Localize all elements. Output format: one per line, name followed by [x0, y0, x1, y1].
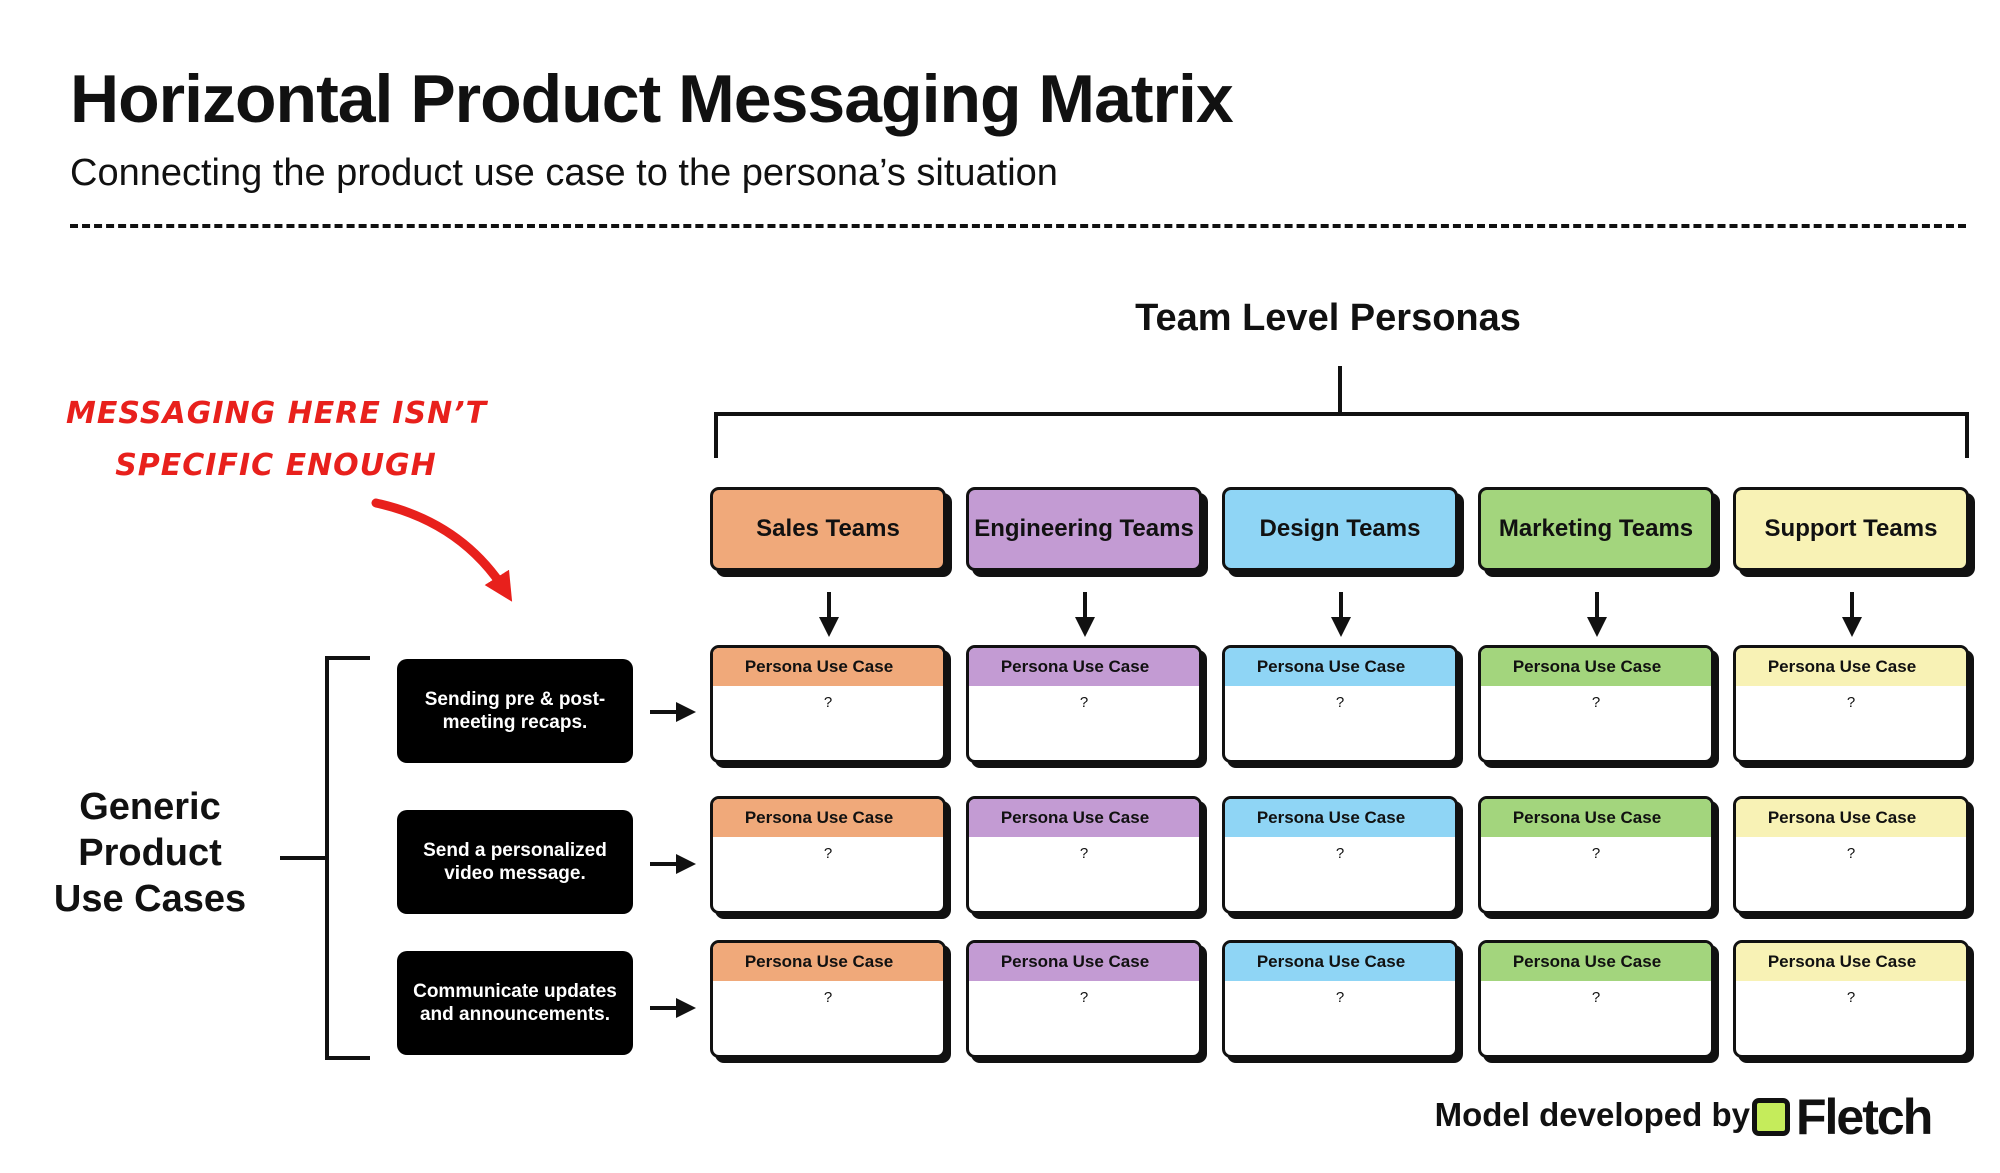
- matrix-cell: Persona Use Case?: [1733, 940, 1969, 1058]
- matrix-cell: Persona Use Case?: [1733, 645, 1969, 763]
- use-case-bracket: [280, 656, 370, 1060]
- generic-label-line-3: Use Cases: [53, 878, 247, 920]
- use-case-box-meeting-recaps: Sending pre & post- meeting recaps.: [397, 659, 633, 763]
- cell-value: ?: [1846, 694, 1856, 711]
- matrix-cell: Persona Use Case?: [1478, 940, 1714, 1058]
- team-label-engineering: Engineering Teams: [974, 515, 1194, 542]
- matrix-cell: Persona Use Case?: [966, 940, 1202, 1058]
- team-label-marketing: Marketing Teams: [1498, 515, 1694, 542]
- cell-value: ?: [1079, 845, 1089, 862]
- matrix-cell: Persona Use Case?: [1733, 796, 1969, 914]
- use-case-1-line-2: meeting recaps.: [442, 712, 588, 733]
- matrix-cell: Persona Use Case?: [710, 940, 946, 1058]
- cell-header-sales: Persona Use Case: [713, 799, 943, 837]
- fletch-square-icon: [1752, 1098, 1790, 1136]
- team-label-sales: Sales Teams: [756, 515, 900, 542]
- matrix-cell: Persona Use Case?: [966, 796, 1202, 914]
- cell-header-engineering: Persona Use Case: [969, 943, 1199, 981]
- generic-label-line-2: Product: [78, 832, 222, 874]
- cell-value: ?: [823, 845, 833, 862]
- team-box-design: Design Teams: [1222, 487, 1458, 571]
- cell-header-engineering: Persona Use Case: [969, 799, 1199, 837]
- use-case-2-line-1: Send a personalized: [423, 840, 607, 861]
- cell-header-marketing: Persona Use Case: [1481, 799, 1711, 837]
- use-case-3-line-1: Communicate updates: [413, 981, 617, 1002]
- cell-header-sales: Persona Use Case: [713, 648, 943, 686]
- team-box-engineering: Engineering Teams: [966, 487, 1202, 571]
- footer-credit: Model developed by: [1434, 1096, 1750, 1133]
- cell-value: ?: [1335, 989, 1345, 1006]
- page-title: Horizontal Product Messaging Matrix: [70, 61, 1234, 137]
- matrix-cell: Persona Use Case?: [1478, 796, 1714, 914]
- cell-header-sales: Persona Use Case: [713, 943, 943, 981]
- callout-line-1: Messaging here isn’t: [66, 396, 488, 431]
- matrix-cell: Persona Use Case?: [1222, 645, 1458, 763]
- callout-annotation: Messaging here isn’t specific enough: [66, 388, 486, 492]
- cell-header-marketing: Persona Use Case: [1481, 648, 1711, 686]
- cell-value: ?: [1846, 845, 1856, 862]
- cell-value: ?: [1591, 694, 1601, 711]
- cell-header-engineering: Persona Use Case: [969, 648, 1199, 686]
- page-subtitle: Connecting the product use case to the p…: [70, 152, 1058, 194]
- cell-header-design: Persona Use Case: [1225, 943, 1455, 981]
- generic-label-line-1: Generic: [79, 786, 221, 828]
- team-box-sales: Sales Teams: [710, 487, 946, 571]
- use-case-2-line-2: video message.: [444, 863, 586, 884]
- dashed-divider: [70, 224, 1966, 228]
- matrix-cell: Persona Use Case?: [1478, 645, 1714, 763]
- persona-down-arrows: [819, 592, 1862, 637]
- cell-header-marketing: Persona Use Case: [1481, 943, 1711, 981]
- team-box-support: Support Teams: [1733, 487, 1969, 571]
- cell-value: ?: [1591, 989, 1601, 1006]
- callout-arrow: [371, 498, 513, 602]
- use-case-1-line-1: Sending pre & post-: [424, 689, 606, 710]
- use-case-box-announcements: Communicate updates and announcements.: [397, 951, 633, 1055]
- cell-header-support: Persona Use Case: [1736, 648, 1966, 686]
- cell-value: ?: [1335, 845, 1345, 862]
- use-case-3-line-2: and announcements.: [419, 1004, 611, 1025]
- fletch-logo: Fletch: [1752, 1089, 1933, 1145]
- team-label-support: Support Teams: [1764, 515, 1938, 542]
- matrix-cell: Persona Use Case?: [1222, 796, 1458, 914]
- cell-value: ?: [1846, 989, 1856, 1006]
- cell-value: ?: [823, 989, 833, 1006]
- cell-value: ?: [1079, 989, 1089, 1006]
- team-personas-heading: Team Level Personas: [1135, 297, 1521, 339]
- callout-line-2: specific enough: [115, 448, 437, 483]
- team-box-marketing: Marketing Teams: [1478, 487, 1714, 571]
- cell-header-design: Persona Use Case: [1225, 799, 1455, 837]
- cell-header-support: Persona Use Case: [1736, 943, 1966, 981]
- matrix-cell: Persona Use Case?: [1222, 940, 1458, 1058]
- cell-header-design: Persona Use Case: [1225, 648, 1455, 686]
- matrix-cell: Persona Use Case?: [710, 796, 946, 914]
- use-case-right-arrows: [650, 702, 696, 1018]
- cell-header-support: Persona Use Case: [1736, 799, 1966, 837]
- matrix-cell: Persona Use Case?: [966, 645, 1202, 763]
- persona-bracket: [714, 366, 1969, 458]
- use-case-box-video-message: Send a personalized video message.: [397, 810, 633, 914]
- cell-value: ?: [1335, 694, 1345, 711]
- team-label-design: Design Teams: [1259, 515, 1421, 542]
- generic-use-cases-label: Generic Product Use Cases: [40, 784, 260, 922]
- fletch-wordmark: Fletch: [1796, 1089, 1933, 1145]
- cell-value: ?: [823, 694, 833, 711]
- cell-value: ?: [1591, 845, 1601, 862]
- matrix-cell: Persona Use Case?: [710, 645, 946, 763]
- cell-value: ?: [1079, 694, 1089, 711]
